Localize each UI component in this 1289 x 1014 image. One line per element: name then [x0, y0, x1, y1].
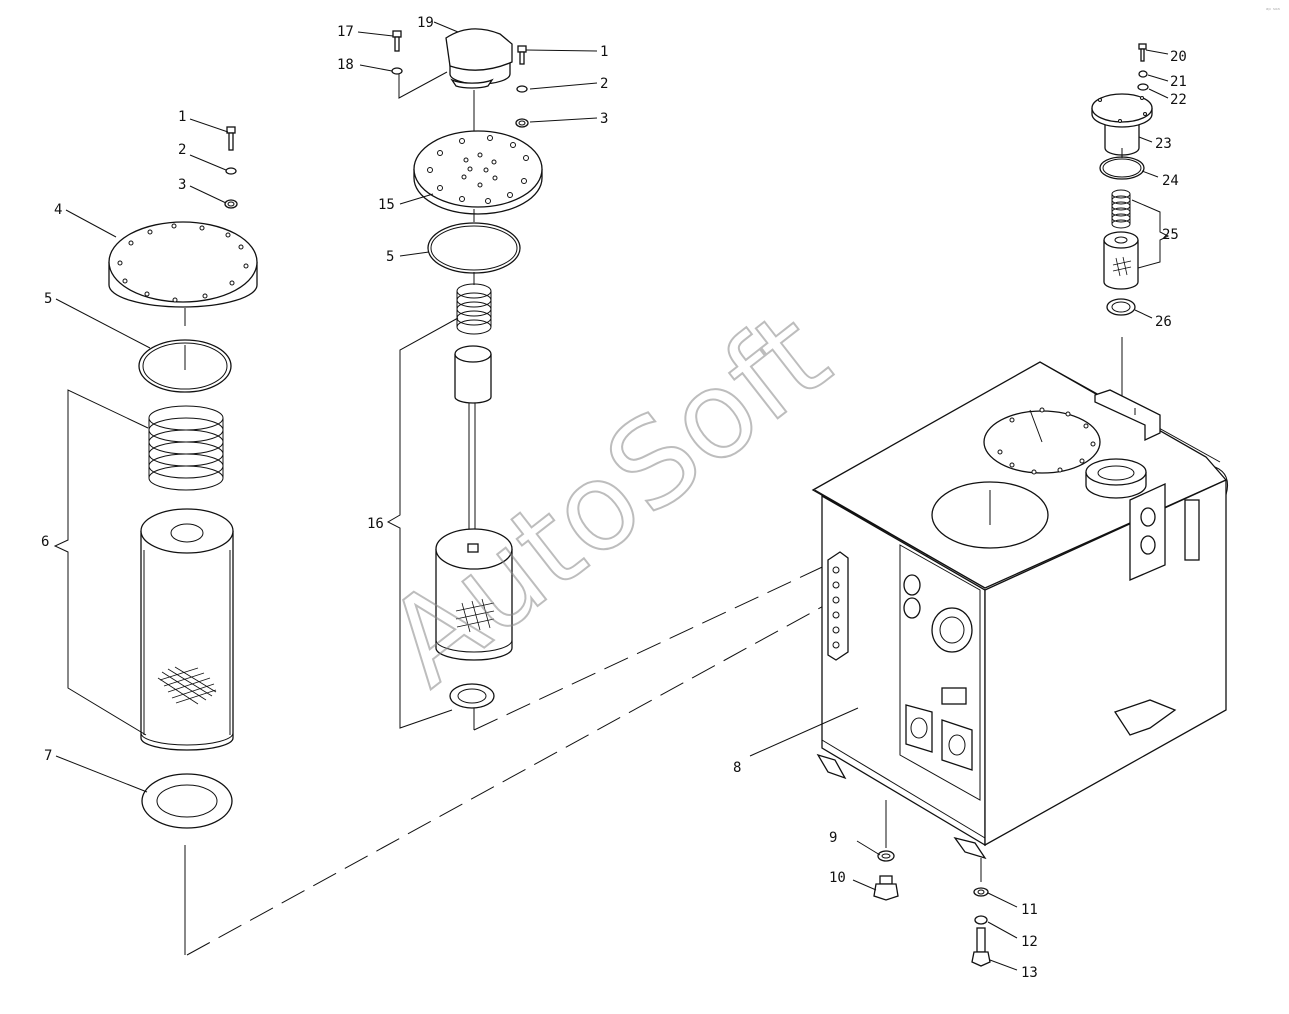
guide-sleeve — [454, 345, 492, 404]
callout-13: 13 — [1021, 965, 1038, 981]
tank-feet — [816, 699, 1177, 860]
callout-10: 10 — [829, 870, 846, 886]
callout-15: 15 — [378, 197, 395, 213]
lifting-bracket — [1094, 389, 1161, 442]
level-gauge-left — [827, 551, 849, 661]
washer-part-18 — [391, 67, 403, 75]
bolt-part-17 — [392, 30, 402, 52]
callout-5-middle: 5 — [386, 249, 394, 265]
washer-part-2 — [225, 167, 237, 175]
spring-coil — [148, 405, 224, 491]
middle-strainer-assembly: 17 18 19 1 2 3 15 5 16 — [337, 15, 608, 730]
washer-part-12 — [974, 915, 988, 925]
side-port-plate — [1129, 482, 1166, 581]
washer-part-21 — [1138, 70, 1148, 78]
tank-filler-port — [1085, 458, 1147, 499]
tank-top-cover-1 — [983, 407, 1101, 475]
callout-6: 6 — [41, 534, 49, 550]
tank-top-cover-2 — [931, 481, 1049, 549]
cap-part-23 — [1091, 93, 1153, 156]
callout-7: 7 — [44, 748, 52, 764]
bolt-part-13 — [971, 927, 991, 967]
washer-part-3-middle — [515, 118, 529, 128]
callout-21: 21 — [1170, 74, 1187, 90]
washer-part-9 — [877, 850, 895, 862]
level-gauge — [1184, 499, 1200, 561]
callout-2-middle: 2 — [600, 76, 608, 92]
callout-20: 20 — [1170, 49, 1187, 65]
bolt-part-20 — [1138, 43, 1147, 62]
callout-11: 11 — [1021, 902, 1038, 918]
callout-3-middle: 3 — [600, 111, 608, 127]
callout-8: 8 — [733, 760, 741, 776]
hydraulic-tank-part-8 — [811, 361, 1229, 882]
callout-18: 18 — [337, 57, 354, 73]
washer-part-11 — [973, 887, 989, 897]
right-return-filter-assembly: 20 21 22 23 24 25 26 — [1091, 43, 1187, 330]
callout-9: 9 — [829, 830, 837, 846]
washer-part-2-middle — [516, 85, 528, 93]
callout-1-middle: 1 — [600, 44, 608, 60]
callout-23: 23 — [1155, 136, 1172, 152]
callout-22: 22 — [1170, 92, 1187, 108]
callout-4: 4 — [54, 202, 62, 218]
callout-16: 16 — [367, 516, 384, 532]
callout-26: 26 — [1155, 314, 1172, 330]
spring-small — [456, 283, 492, 335]
washer-part-22 — [1137, 83, 1149, 91]
seal-ring-part-7 — [141, 773, 233, 829]
drain-parts — [749, 707, 1018, 971]
strainer-canister — [435, 528, 513, 661]
bolt-part-1-middle — [517, 45, 527, 65]
callout-12: 12 — [1021, 934, 1038, 950]
callout-24: 24 — [1162, 173, 1179, 189]
group-bracket-6 — [53, 389, 149, 736]
tank-ports — [903, 574, 973, 771]
callout-17: 17 — [337, 24, 354, 40]
callout-2: 2 — [178, 142, 186, 158]
callout-25: 25 — [1162, 227, 1179, 243]
callout-1: 1 — [178, 109, 186, 125]
breather-cap-part-19 — [445, 28, 513, 89]
group-bracket-16 — [386, 317, 459, 729]
middle-leader-lines — [357, 21, 598, 730]
right-leader-lines — [1121, 49, 1169, 319]
cover-plate-part-4 — [108, 221, 258, 308]
corner-mark: ᵃᵖ ˢᵒᵃ — [1266, 7, 1280, 14]
callout-3: 3 — [178, 177, 186, 193]
o-ring-part-24 — [1099, 156, 1145, 180]
filter-element — [140, 508, 234, 751]
flange-plate-part-15 — [413, 130, 543, 215]
o-ring-part-5-middle — [427, 222, 521, 274]
seal-ring-part-26 — [1106, 298, 1136, 316]
drain-plug-part-10 — [873, 875, 899, 901]
watermark-logo: AutoSoft — [362, 286, 854, 713]
seal-washer-middle — [449, 683, 495, 709]
filter-cartridge-part-25 — [1103, 231, 1139, 290]
callout-5: 5 — [44, 291, 52, 307]
left-leader-lines — [55, 118, 229, 955]
bolt-part-1 — [226, 126, 236, 151]
left-filter-assembly: 1 2 3 4 5 6 7 — [41, 109, 258, 955]
callout-19: 19 — [417, 15, 434, 31]
spring-part-25 — [1111, 189, 1131, 229]
group-bracket-25 — [1131, 199, 1170, 269]
washer-part-3 — [224, 199, 238, 209]
